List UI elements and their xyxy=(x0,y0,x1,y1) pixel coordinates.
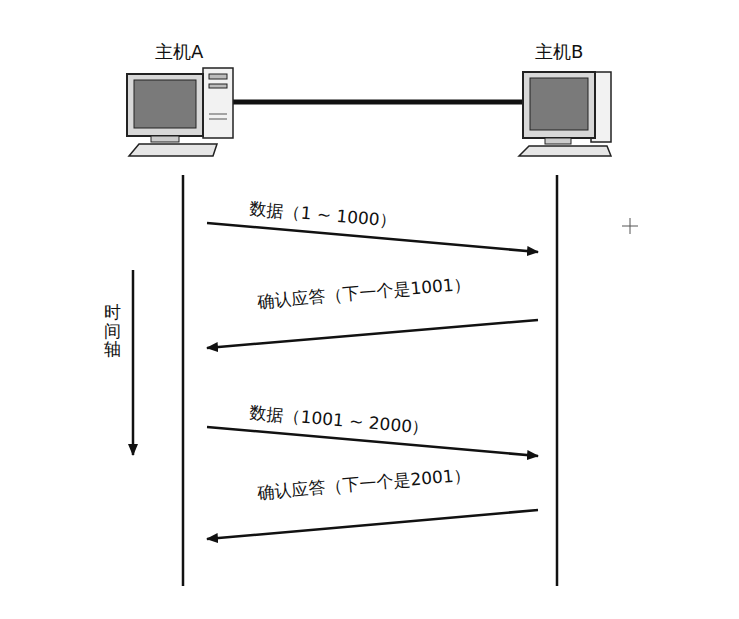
cursor-mark xyxy=(622,218,638,234)
computer-icon xyxy=(515,64,635,160)
host-computer: 主机B xyxy=(515,40,635,160)
host-b-timeline xyxy=(556,175,559,586)
host-computer: 主机A xyxy=(125,40,245,160)
host-name: 主机A xyxy=(155,40,245,64)
time-axis-label: 时间轴 xyxy=(104,303,121,359)
data-label: 数据（1 ~ 1000） xyxy=(247,198,399,231)
time-axis-arrow xyxy=(132,270,135,455)
ack-arrow xyxy=(207,320,538,348)
ack-label: 确认应答（下一个是1001） xyxy=(255,273,473,312)
host-name: 主机B xyxy=(535,40,635,64)
host-a-timeline xyxy=(182,175,185,586)
ack-label: 确认应答（下一个是2001） xyxy=(255,464,473,503)
network-cable xyxy=(233,100,523,105)
ack-arrow xyxy=(207,510,538,539)
computer-icon xyxy=(125,64,245,160)
